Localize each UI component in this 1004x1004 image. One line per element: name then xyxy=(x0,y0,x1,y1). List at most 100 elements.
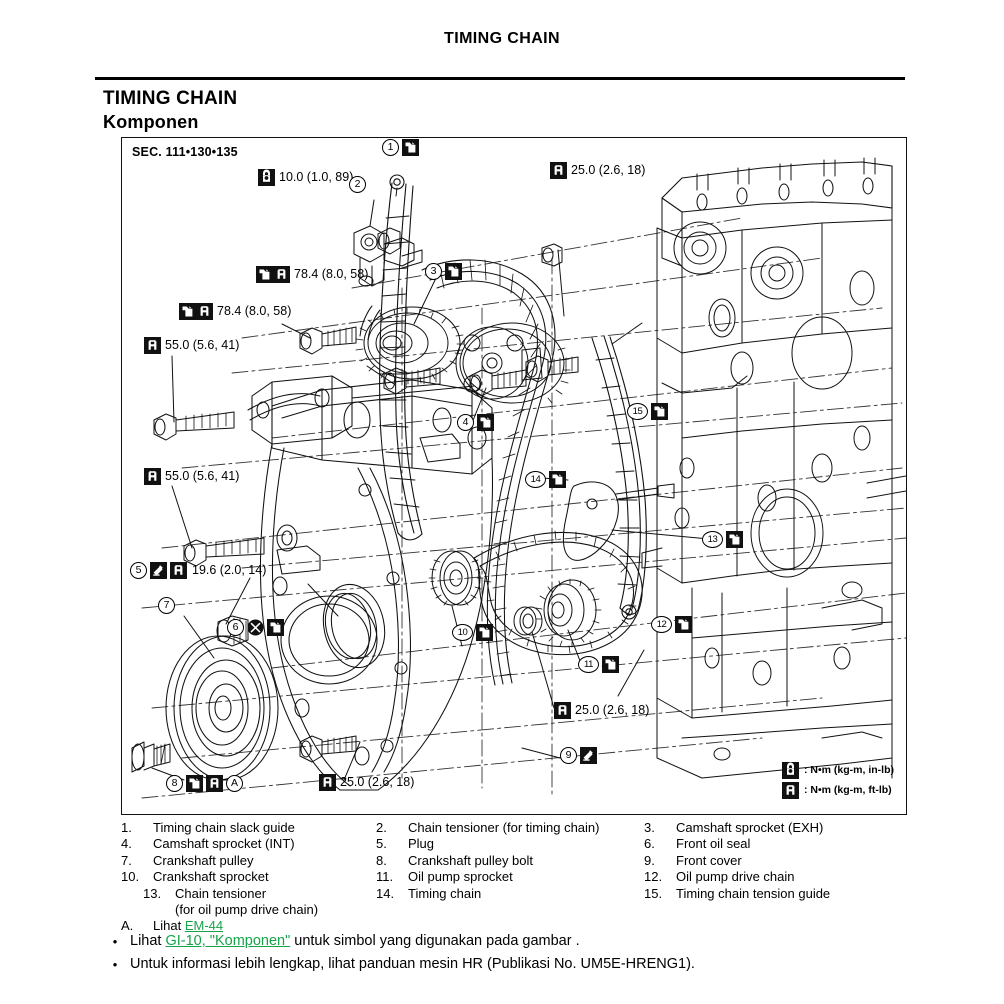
part-callout-9[interactable]: 9 xyxy=(560,747,597,765)
torque-value: 25.0 (2.6, 18) xyxy=(340,775,415,790)
part-number: 12. xyxy=(644,869,663,885)
part-entry: 7.Crankshaft pulley xyxy=(121,853,376,869)
callout-number: 15 xyxy=(627,403,648,421)
part-number: 15. xyxy=(644,885,663,901)
part-number: 10. xyxy=(121,869,140,885)
part-callout-10[interactable]: 10 xyxy=(452,624,493,642)
reference-entry: A. Lihat EM-44 xyxy=(121,918,376,934)
part-label: Crankshaft sprocket xyxy=(153,869,269,885)
oil-icon xyxy=(477,414,494,432)
torque-value: 25.0 (2.6, 18) xyxy=(571,163,646,178)
part-number: 3. xyxy=(644,820,655,835)
part-entry: 9.Front cover xyxy=(644,853,911,869)
torque-value: 78.4 (8.0, 58) xyxy=(217,304,292,319)
part-number: 6. xyxy=(644,836,655,852)
part-entry: 15.Timing chain tension guide xyxy=(644,886,911,902)
part-callout-13[interactable]: 13 xyxy=(702,531,743,549)
torque-value: 19.6 (2.0, 14) xyxy=(192,563,267,577)
note-suffix: untuk simbol yang digunakan pada gambar … xyxy=(290,933,580,949)
part-label: Timing chain xyxy=(408,885,482,901)
section-title: TIMING CHAIN xyxy=(103,88,238,109)
part-number: 11. xyxy=(376,869,394,885)
part-label: Chain tensioner (for timing chain) xyxy=(408,820,600,835)
torque-inlb-icon xyxy=(258,169,275,187)
bullet-icon: • xyxy=(112,934,118,949)
part-callout-14[interactable]: 14 xyxy=(525,471,566,489)
part-entry: 3.Camshaft sprocket (EXH) xyxy=(644,820,911,836)
part-callout-6[interactable]: 6 xyxy=(227,619,284,637)
callout-number: 6 xyxy=(227,619,244,637)
callout-number: 1 xyxy=(382,139,399,157)
part-entry: 13. Chain tensioner xyxy=(121,886,376,902)
reference-a-badge: A xyxy=(226,775,243,793)
torque-callout-784a: 78.4 (8.0, 58) xyxy=(256,266,368,284)
part-label: Camshaft sprocket (INT) xyxy=(153,836,295,852)
reference-text: Lihat EM-44 xyxy=(153,918,376,934)
part-entry: 5.Plug xyxy=(376,836,644,852)
parts-row-reference: A. Lihat EM-44 xyxy=(121,918,911,934)
torque-ftlb-icon xyxy=(196,303,213,321)
diagram-sec-code: SEC. 111•130•135 xyxy=(132,145,238,159)
part-number: 2. xyxy=(376,820,387,835)
part-callout-15[interactable]: 15 xyxy=(627,403,668,421)
notes-list: • Lihat GI-10, "Komponen" untuk simbol y… xyxy=(100,930,920,976)
part-callout-12[interactable]: 12 xyxy=(651,616,692,634)
exploded-assembly-artwork xyxy=(131,157,906,799)
part-number: 13. xyxy=(143,885,162,901)
part-callout-4[interactable]: 4 xyxy=(457,414,494,432)
reference-link-em44[interactable]: EM-44 xyxy=(184,918,224,934)
part-callout-11[interactable]: 11 xyxy=(578,656,619,674)
torque-callout-25b: 25.0 (2.6, 18) xyxy=(554,702,649,720)
torque-callout-25c: 25.0 (2.6, 18) xyxy=(319,774,415,792)
torque-callout-25a: 25.0 (2.6, 18) xyxy=(550,162,646,180)
component-diagram: SEC. 111•130•135 xyxy=(121,137,907,815)
callout-number: 2 xyxy=(349,176,366,194)
torque-ftlb-icon xyxy=(170,562,187,580)
torque-ftlb-icon xyxy=(782,781,799,799)
parts-row: 7.Crankshaft pulley 8.Crankshaft pulley … xyxy=(121,853,911,869)
note-text: Lihat GI-10, "Komponen" untuk simbol yan… xyxy=(130,930,580,953)
torque-ftlb-icon xyxy=(144,337,161,355)
part-label: Oil pump drive chain xyxy=(676,869,795,885)
part-label: Chain tensioner xyxy=(175,885,267,901)
torque-callout-10: 10.0 (1.0, 89) xyxy=(258,169,353,187)
part-entry: 4.Camshaft sprocket (INT) xyxy=(121,836,376,852)
part-callout-2[interactable]: 2 xyxy=(349,176,366,194)
part-label-continuation: (for oil pump drive chain) xyxy=(175,902,319,918)
header-divider xyxy=(95,77,905,80)
part-number: 7. xyxy=(121,852,132,868)
part-callout-3[interactable]: 3 xyxy=(425,263,462,281)
unit-legend-row-ftlb: : N•m (kg-m, ft-lb) xyxy=(782,781,894,800)
callout-number: 13 xyxy=(702,531,723,549)
torque-ftlb-icon xyxy=(144,468,161,486)
torque-callout-784b: 78.4 (8.0, 58) xyxy=(179,303,292,321)
part-label: Front oil seal xyxy=(676,836,751,852)
oil-icon xyxy=(675,616,692,634)
note-prefix: Lihat xyxy=(130,933,166,949)
no-reuse-icon xyxy=(247,619,264,636)
parts-row: 13. Chain tensioner 14. Timing chain 15.Ti… xyxy=(121,886,911,902)
reference-link-gi10[interactable]: GI-10, "Komponen" xyxy=(165,933,291,949)
torque-callout-55a: 55.0 (5.6, 41) xyxy=(144,337,240,355)
part-label: Plug xyxy=(408,836,435,852)
unit-legend-row-inlb: : N•m (kg-m, in-lb) xyxy=(782,761,894,780)
part-label: Crankshaft pulley bolt xyxy=(408,852,534,868)
callout-number: 7 xyxy=(158,597,175,615)
oil-icon xyxy=(549,471,566,489)
part-label: Timing chain slack guide xyxy=(153,820,295,835)
part-entry: 12. Oil pump drive chain xyxy=(644,869,911,885)
part-callout-7[interactable]: 7 xyxy=(158,597,175,615)
liquid-gasket-icon xyxy=(150,562,167,580)
torque-value: 55.0 (5.6, 41) xyxy=(165,338,240,353)
part-callout-1[interactable]: 1 xyxy=(382,139,419,157)
oil-icon xyxy=(179,303,196,321)
oil-icon xyxy=(445,263,462,281)
part-number: 14. xyxy=(376,885,395,901)
parts-row-continuation: (for oil pump drive chain) xyxy=(121,902,911,918)
torque-ftlb-icon xyxy=(206,775,223,793)
callout-number: 8 xyxy=(166,775,183,793)
oil-icon xyxy=(256,266,273,284)
